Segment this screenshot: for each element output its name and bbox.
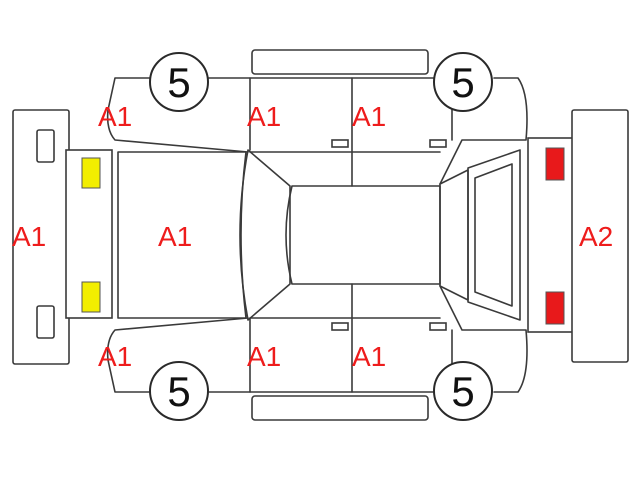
front-left-tire-number: 5 xyxy=(167,59,190,106)
rear-left-tire-number: 5 xyxy=(451,59,474,106)
front-left-wheel xyxy=(149,52,209,112)
windshield xyxy=(239,149,291,321)
right-side-panels xyxy=(106,283,528,421)
left-front-fender-code: A1 xyxy=(98,101,132,132)
rear-right-taillight-marker xyxy=(545,291,565,325)
rear-right-tire-number: 5 xyxy=(451,368,474,415)
front-left-fog-lamp xyxy=(36,129,55,163)
front-right-fog-lamp xyxy=(36,305,55,339)
trunk-inner xyxy=(474,163,513,307)
front-right-headlight-marker xyxy=(81,281,101,313)
right-side-step xyxy=(251,395,429,421)
rear-left-taillight-marker xyxy=(545,147,565,181)
right-front-door-code: A1 xyxy=(247,341,281,372)
front-right-wheel xyxy=(149,361,209,421)
right-front-door-handle xyxy=(331,322,349,331)
front-left-headlight-marker xyxy=(81,157,101,189)
left-front-door-handle xyxy=(331,139,349,148)
rear-bumper xyxy=(571,109,629,363)
rear-left-wheel xyxy=(433,52,493,112)
left-rear-door-handle xyxy=(429,139,447,148)
front-bumper-code: A1 xyxy=(12,221,46,252)
rear-window xyxy=(439,169,469,301)
rear-bumper-code: A2 xyxy=(579,221,613,252)
right-front-fender-code: A1 xyxy=(98,341,132,372)
front-right-tire-number: 5 xyxy=(167,368,190,415)
rear-right-wheel xyxy=(433,361,493,421)
trunk-lid xyxy=(467,149,521,321)
right-rear-door-handle xyxy=(429,322,447,331)
roof xyxy=(285,185,441,285)
left-side-step xyxy=(251,49,429,75)
hood-code: A1 xyxy=(158,221,192,252)
right-rear-door-code: A1 xyxy=(352,341,386,372)
left-rear-door-code: A1 xyxy=(352,101,386,132)
left-front-door-code: A1 xyxy=(247,101,281,132)
